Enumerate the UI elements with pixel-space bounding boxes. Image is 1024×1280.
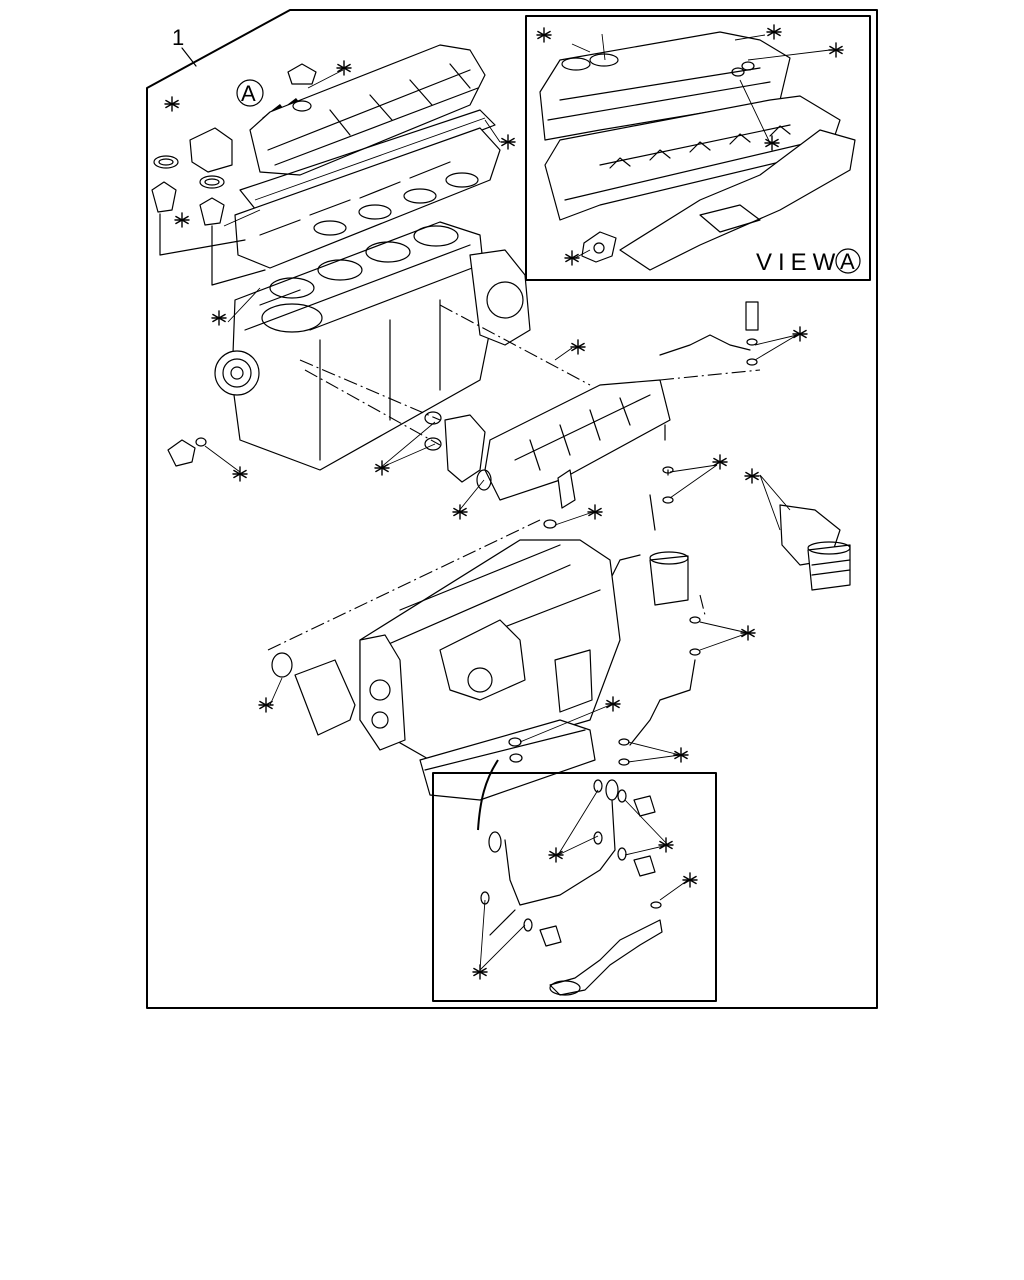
asterisk-mark <box>744 468 760 484</box>
cylinder-head-gasket <box>239 109 496 216</box>
asterisk-mark <box>472 964 488 980</box>
cylinder-head-cover <box>249 44 486 176</box>
oil-pipe-callout-curve <box>477 759 499 831</box>
fuel-lines-and-filter <box>604 301 759 766</box>
asterisk-mark <box>174 212 190 228</box>
asterisk-mark <box>452 504 468 520</box>
asterisk-mark <box>258 697 274 713</box>
item-number-label: 1 <box>172 25 184 50</box>
oil-pipe-inset-frame <box>432 772 717 1002</box>
asterisk-mark <box>336 60 352 76</box>
crankshaft-pulley <box>214 350 260 396</box>
asterisk-mark <box>232 466 248 482</box>
asterisk-mark <box>673 747 689 763</box>
asterisk-mark <box>587 504 603 520</box>
engine-block-lower <box>271 539 621 801</box>
oil-pressure-sender <box>167 437 207 467</box>
oil-filter-assembly <box>779 504 851 591</box>
asterisk-mark <box>500 134 516 150</box>
oil-pipe-inset-drawing <box>480 779 663 996</box>
fuel-injector <box>543 469 576 529</box>
outer-frame <box>146 9 878 1009</box>
svg-text:A: A <box>241 81 256 106</box>
water-pump-housing <box>424 411 492 491</box>
view-a-rocker-cover-drawing <box>539 31 856 271</box>
asterisk-mark <box>658 837 674 853</box>
thermostat-and-seals <box>151 127 266 286</box>
view-a-caption-circle <box>835 248 861 274</box>
asterisk-mark <box>536 27 552 43</box>
asterisk-mark <box>828 42 844 58</box>
item-number-leader <box>181 47 197 67</box>
view-a-caption-letter: A <box>840 249 855 274</box>
intake-manifold <box>484 379 671 501</box>
asterisk-mark <box>564 250 580 266</box>
asterisk-mark <box>570 339 586 355</box>
asterisk-mark <box>682 872 698 888</box>
asterisk-mark <box>740 625 756 641</box>
asterisk-mark <box>605 696 621 712</box>
asterisk-mark <box>764 135 780 151</box>
asterisk-mark <box>712 454 728 470</box>
cylinder-head <box>234 127 501 269</box>
asterisk-marks <box>164 24 844 980</box>
asterisk-mark <box>766 24 782 40</box>
assembly-center-lines <box>267 304 761 651</box>
asterisk-mark <box>548 847 564 863</box>
asterisk-mark <box>164 96 180 112</box>
view-a-inset-frame <box>525 15 871 281</box>
asterisk-mark <box>374 460 390 476</box>
callout-leader-lines <box>204 33 831 971</box>
asterisk-mark <box>211 310 227 326</box>
view-a-caption-word: VIEW <box>756 249 841 276</box>
engine-block-upper <box>231 221 531 471</box>
asterisk-mark <box>792 326 808 342</box>
